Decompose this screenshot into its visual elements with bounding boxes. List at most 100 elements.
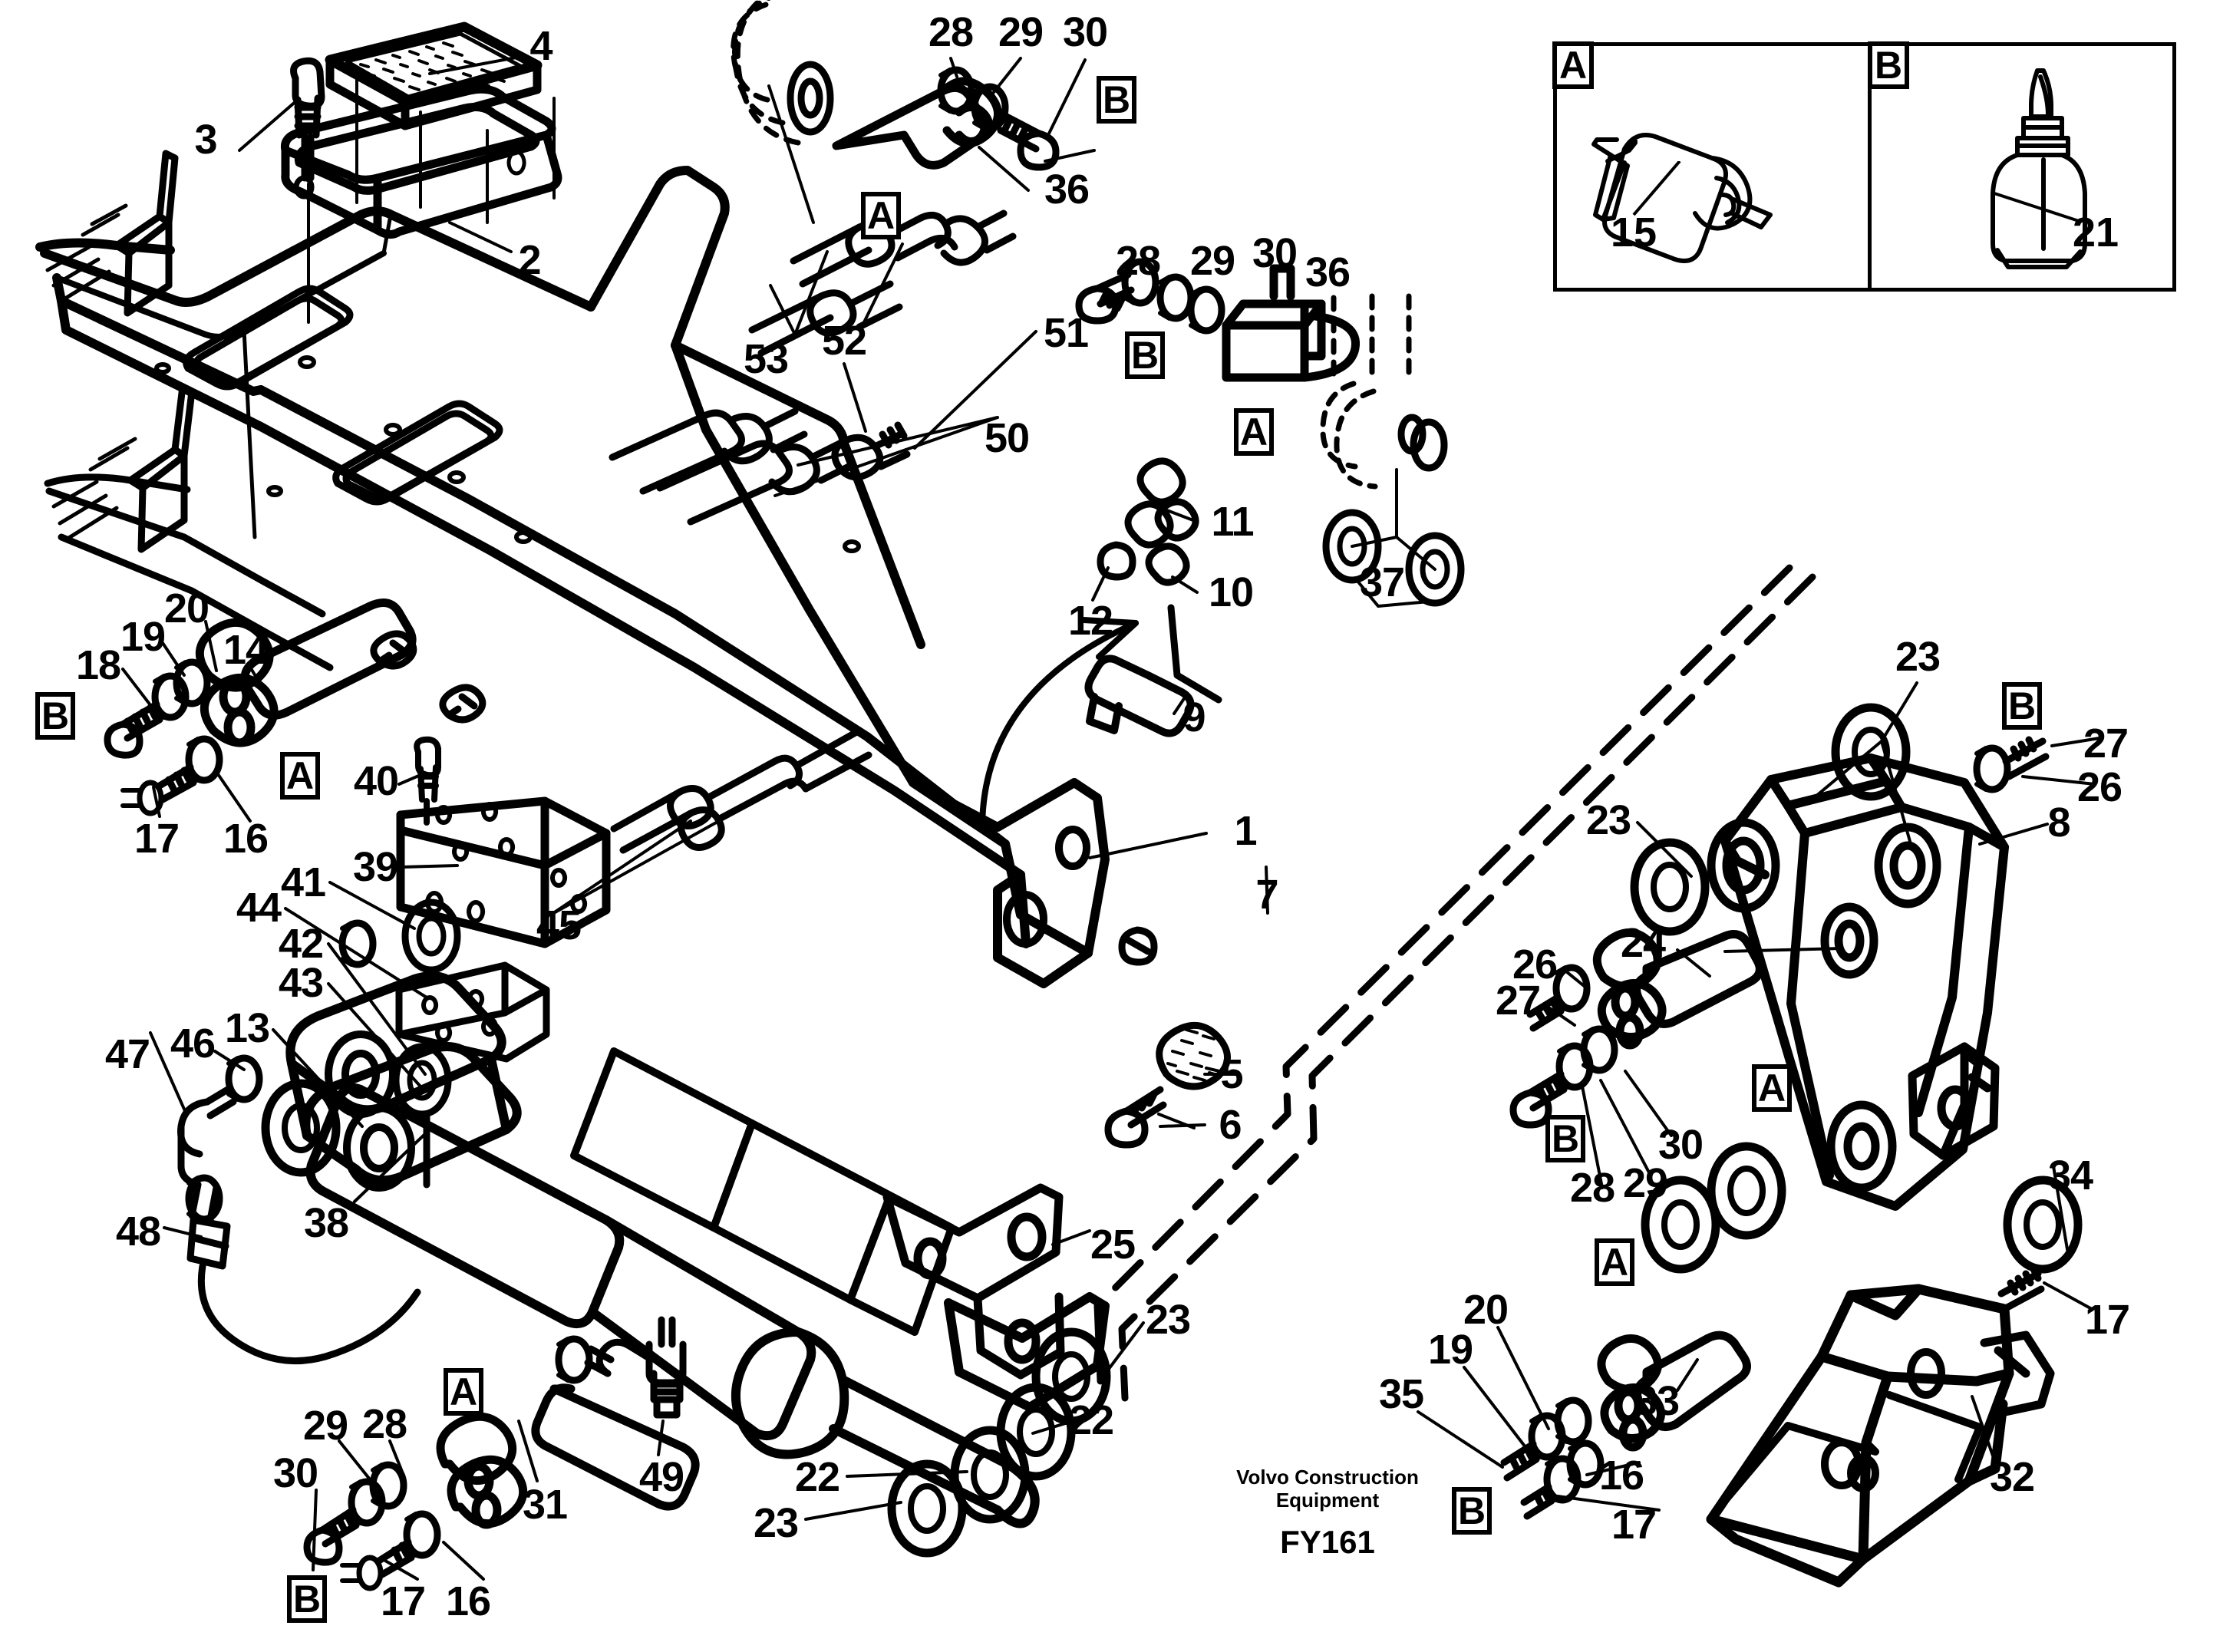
part-callout-27: 27 <box>2083 720 2129 767</box>
part-callout-19: 19 <box>120 614 166 660</box>
detail-key-box-a: A <box>1595 1238 1634 1286</box>
legend-tag-b: B <box>1868 41 1909 89</box>
part-callout-27: 27 <box>1495 978 1541 1024</box>
part-callout-45: 45 <box>536 902 582 948</box>
part-callout-33: 33 <box>1634 1378 1680 1424</box>
part-callout-30: 30 <box>1062 9 1108 55</box>
part-callout-24: 24 <box>1620 920 1666 966</box>
part-callout-6: 6 <box>1219 1102 1242 1148</box>
part-callout-35: 35 <box>1378 1371 1424 1417</box>
part-callout-16: 16 <box>445 1578 491 1624</box>
part-callout-22: 22 <box>794 1454 840 1500</box>
grease-gun-icon <box>1591 133 1773 263</box>
part-callout-53: 53 <box>743 336 789 382</box>
company-name-line1: Volvo Construction <box>1236 1466 1419 1489</box>
part-callout-30: 30 <box>272 1450 318 1496</box>
part-callout-2: 2 <box>518 237 541 283</box>
part-callout-39: 39 <box>352 844 398 890</box>
part-callout-29: 29 <box>998 9 1044 55</box>
detail-key-box-a: A <box>444 1368 483 1416</box>
part-callout-17: 17 <box>134 816 180 862</box>
oil-bottle-icon <box>1991 68 2087 269</box>
part-callout-34: 34 <box>2047 1152 2093 1199</box>
legend-part-number-15: 15 <box>1611 209 1657 256</box>
part-callout-26: 26 <box>2076 764 2123 810</box>
part-callout-18: 18 <box>75 642 121 688</box>
part-callout-11: 11 <box>1211 499 1254 545</box>
detail-key-box-a: A <box>280 752 320 800</box>
part-callout-22: 22 <box>1068 1397 1114 1443</box>
detail-key-box-b: B <box>1125 331 1165 379</box>
part-callout-26: 26 <box>1512 941 1558 988</box>
legend-part-number-21: 21 <box>2073 209 2119 256</box>
part-callout-31: 31 <box>522 1482 568 1528</box>
part-callout-47: 47 <box>104 1031 150 1077</box>
part-callout-49: 49 <box>638 1454 684 1500</box>
part-callout-43: 43 <box>278 960 324 1006</box>
part-callout-8: 8 <box>2047 800 2070 846</box>
company-name-line2: Equipment <box>1275 1489 1380 1512</box>
part-callout-19: 19 <box>1427 1327 1473 1373</box>
part-callout-23: 23 <box>753 1500 799 1546</box>
part-callout-41: 41 <box>280 859 326 905</box>
drawing-footer: Volvo Construction Equipment FY161 <box>1205 1466 1450 1561</box>
detail-key-box-a: A <box>1234 408 1274 456</box>
part-callout-14: 14 <box>223 627 269 673</box>
detail-key-box-b: B <box>35 692 75 740</box>
part-callout-23: 23 <box>1895 634 1941 680</box>
part-callout-7: 7 <box>1255 872 1278 918</box>
part-callout-52: 52 <box>821 318 867 364</box>
drawing-code: FY161 <box>1280 1524 1375 1560</box>
part-callout-28: 28 <box>361 1401 407 1447</box>
detail-key-box-a: A <box>1752 1064 1792 1112</box>
detail-key-box-b: B <box>1097 76 1136 124</box>
part-callout-13: 13 <box>224 1005 270 1051</box>
legend-tag-a: A <box>1552 41 1594 89</box>
part-callout-29: 29 <box>1189 238 1235 284</box>
part-callout-44: 44 <box>236 885 282 931</box>
part-callout-10: 10 <box>1208 569 1254 615</box>
part-callout-37: 37 <box>1359 559 1405 605</box>
part-callout-3: 3 <box>194 117 217 163</box>
part-callout-16: 16 <box>1598 1453 1644 1499</box>
detail-key-legend: A 15 B <box>1552 41 2176 292</box>
part-callout-28: 28 <box>1115 238 1161 284</box>
part-callout-42: 42 <box>278 921 324 967</box>
part-callout-28: 28 <box>928 9 974 55</box>
legend-divider <box>1868 46 1872 288</box>
part-callout-20: 20 <box>1463 1287 1509 1333</box>
part-callout-50: 50 <box>984 415 1030 461</box>
part-callout-16: 16 <box>223 816 269 862</box>
part-callout-29: 29 <box>302 1403 348 1449</box>
part-callout-40: 40 <box>353 758 399 804</box>
part-callout-17: 17 <box>2084 1297 2130 1343</box>
part-callout-17: 17 <box>380 1578 426 1624</box>
part-callout-36: 36 <box>1305 249 1351 295</box>
legend-tag-a-label: A <box>1558 44 1588 87</box>
part-callout-28: 28 <box>1569 1165 1615 1211</box>
detail-key-box-b: B <box>1452 1487 1492 1535</box>
part-callout-5: 5 <box>1220 1051 1243 1097</box>
detail-key-box-a: A <box>861 192 901 239</box>
part-callout-48: 48 <box>115 1208 161 1255</box>
part-callout-29: 29 <box>1622 1160 1668 1206</box>
part-callout-30: 30 <box>1657 1122 1704 1168</box>
part-callout-36: 36 <box>1044 167 1090 213</box>
part-callout-20: 20 <box>163 585 209 631</box>
part-callout-30: 30 <box>1252 230 1298 276</box>
part-callout-23: 23 <box>1585 797 1631 843</box>
legend-leader-21 <box>1994 192 2080 223</box>
part-callout-25: 25 <box>1090 1222 1136 1268</box>
part-callout-12: 12 <box>1067 598 1113 644</box>
part-callout-46: 46 <box>170 1021 216 1067</box>
part-callout-38: 38 <box>303 1200 349 1246</box>
legend-leader-15 <box>1632 161 1681 216</box>
part-callout-9: 9 <box>1182 694 1206 740</box>
legend-tag-b-label: B <box>1874 44 1903 87</box>
detail-key-box-b: B <box>287 1575 327 1623</box>
part-callout-32: 32 <box>1989 1454 2035 1500</box>
part-callout-4: 4 <box>529 23 552 69</box>
part-callout-17: 17 <box>1611 1502 1657 1548</box>
